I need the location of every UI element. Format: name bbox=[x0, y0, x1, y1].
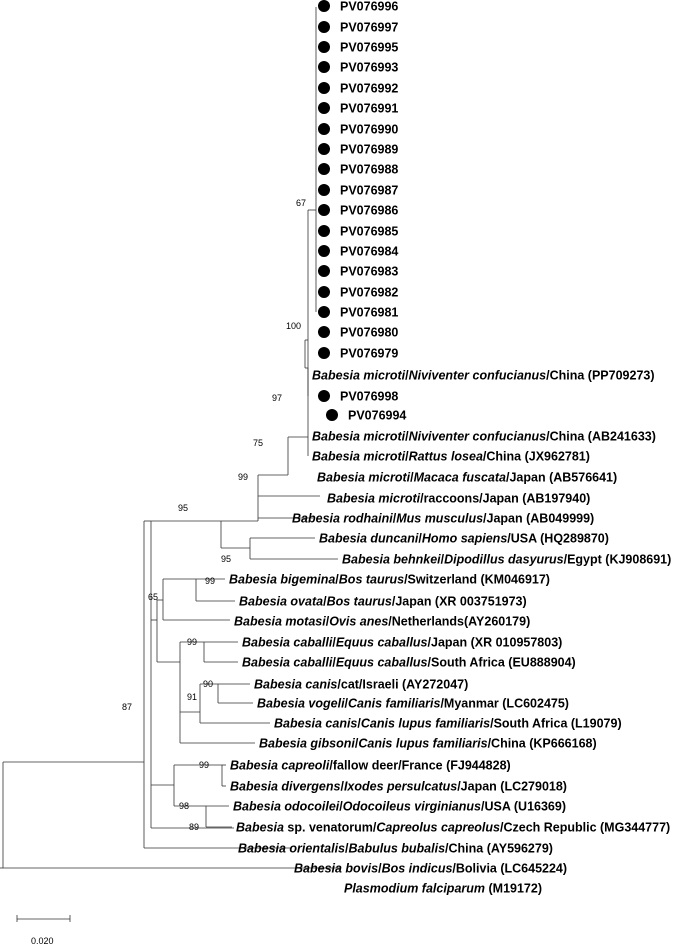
leaf-label: PV076998 bbox=[340, 390, 398, 404]
sample-marker bbox=[318, 143, 330, 155]
leaf-label: PV076993 bbox=[340, 61, 398, 75]
leaf-label: Babesia bigemina/Bos taurus/Switzerland … bbox=[229, 573, 550, 587]
leaf-label: Babesia capreoli/fallow deer/France (FJ9… bbox=[230, 759, 511, 773]
sample-marker bbox=[318, 41, 330, 53]
leaf-label: Babesia canis/Canis lupus familiaris/Sou… bbox=[274, 717, 622, 731]
leaf-label: Babesia rodhaini/Mus musculus/Japan (AB0… bbox=[292, 512, 594, 526]
leaf-label: PV076990 bbox=[340, 123, 398, 137]
sample-marker bbox=[318, 61, 330, 73]
scale-bar-label: 0.020 bbox=[31, 936, 54, 946]
leaf-label: Babesia duncani/Homo sapiens/USA (HQ2898… bbox=[319, 532, 609, 546]
leaf-label: PV076994 bbox=[348, 409, 406, 423]
bootstrap-value: 99 bbox=[238, 472, 248, 482]
bootstrap-value: 97 bbox=[272, 393, 282, 403]
leaf-label: Babesia gibsoni/Canis lupus familiaris/C… bbox=[259, 737, 597, 751]
bootstrap-value: 90 bbox=[203, 679, 213, 689]
leaf-label: PV076979 bbox=[340, 347, 398, 361]
leaf-label: Babesia caballi/Equus caballus/South Afr… bbox=[242, 656, 576, 670]
leaf-label: Babesia microti/Macaca fuscata/Japan (AB… bbox=[317, 471, 617, 485]
bootstrap-value: 65 bbox=[148, 592, 158, 602]
leaf-label: Babesia ovata/Bos taurus/Japan (XR 00375… bbox=[239, 595, 527, 609]
bootstrap-values: 67 100 97 75 99 95 95 99 65 99 90 91 99 … bbox=[122, 198, 306, 832]
sample-marker bbox=[318, 0, 330, 12]
leaf-label: Babesia microti/Niviventer confucianus/C… bbox=[312, 430, 656, 444]
sample-marker bbox=[318, 347, 330, 359]
bootstrap-value: 91 bbox=[187, 692, 197, 702]
leaf-label: Babesia behnkei/Dipodillus dasyurus/Egyp… bbox=[342, 553, 671, 567]
leaf-label: Babesia canis/cat/Israeli (AY272047) bbox=[254, 678, 468, 692]
leaf-label: Babesia vogeli/Canis familiaris/Myanmar … bbox=[257, 697, 569, 711]
sample-marker bbox=[318, 184, 330, 196]
leaf-label: Babesia sp. venatorum/Capreolus capreolu… bbox=[236, 821, 670, 835]
leaf-label: PV076980 bbox=[340, 326, 398, 340]
sample-marker bbox=[318, 245, 330, 257]
bootstrap-value: 100 bbox=[286, 321, 301, 331]
bootstrap-value: 95 bbox=[178, 503, 188, 513]
leaf-label: PV076996 bbox=[340, 0, 398, 14]
leaf-label: PV076989 bbox=[340, 143, 398, 157]
leaf-label: PV076988 bbox=[340, 163, 398, 177]
bootstrap-value: 99 bbox=[205, 576, 215, 586]
bootstrap-value: 99 bbox=[199, 760, 209, 770]
leaf-label: Babesia odocoilei/Odocoileus virginianus… bbox=[233, 800, 566, 814]
bootstrap-value: 99 bbox=[187, 637, 197, 647]
sample-marker bbox=[318, 82, 330, 94]
sample-marker bbox=[318, 265, 330, 277]
leaf-label: PV076991 bbox=[340, 102, 398, 116]
leaf-label: Babesia divergens/Ixodes persulcatus/Jap… bbox=[230, 780, 567, 794]
leaf-label: PV076997 bbox=[340, 21, 398, 35]
leaf-label: PV076982 bbox=[340, 286, 398, 300]
tree-branches bbox=[0, 7, 340, 869]
tree-leaves: PV076996PV076997PV076995PV076993PV076992… bbox=[229, 0, 671, 896]
leaf-label: Babesia caballi/Equus caballus/Japan (XR… bbox=[242, 636, 562, 650]
sample-marker bbox=[318, 204, 330, 216]
bootstrap-value: 75 bbox=[253, 438, 263, 448]
sample-marker bbox=[318, 21, 330, 33]
sample-marker bbox=[318, 326, 330, 338]
leaf-label: Plasmodium falciparum (M19172) bbox=[344, 882, 542, 896]
sample-marker bbox=[318, 102, 330, 114]
leaf-label: PV076987 bbox=[340, 184, 398, 198]
bootstrap-value: 89 bbox=[189, 822, 199, 832]
sample-marker bbox=[318, 286, 330, 298]
leaf-label: Babesia microti/Rattus losea/China (JX96… bbox=[312, 450, 590, 464]
leaf-label: PV076984 bbox=[340, 245, 398, 259]
leaf-label: Babesia orientalis/Babulus bubalis/China… bbox=[238, 842, 553, 856]
sample-marker bbox=[326, 409, 338, 421]
sample-marker bbox=[318, 306, 330, 318]
leaf-label: PV076981 bbox=[340, 306, 398, 320]
leaf-label: PV076986 bbox=[340, 204, 398, 218]
leaf-label: Babesia motasi/Ovis anes/Netherlands(AY2… bbox=[234, 615, 530, 629]
bootstrap-value: 67 bbox=[296, 198, 306, 208]
sample-marker bbox=[318, 123, 330, 135]
scale-bar: 0.020 bbox=[16, 915, 71, 946]
leaf-label: PV076992 bbox=[340, 82, 398, 96]
leaf-label: PV076985 bbox=[340, 225, 398, 239]
bootstrap-value: 87 bbox=[122, 702, 132, 712]
leaf-label: Babesia microti/Niviventer confucianus/C… bbox=[312, 369, 655, 383]
bootstrap-value: 98 bbox=[179, 801, 189, 811]
sample-marker bbox=[318, 163, 330, 175]
leaf-label: Babesia bovis/Bos indicus/Bolivia (LC645… bbox=[294, 862, 567, 876]
sample-marker bbox=[318, 225, 330, 237]
sample-marker bbox=[318, 390, 330, 402]
bootstrap-value: 95 bbox=[221, 554, 231, 564]
leaf-label: Babesia microti/raccoons/Japan (AB197940… bbox=[327, 492, 590, 506]
leaf-label: PV076983 bbox=[340, 265, 398, 279]
leaf-label: PV076995 bbox=[340, 41, 398, 55]
